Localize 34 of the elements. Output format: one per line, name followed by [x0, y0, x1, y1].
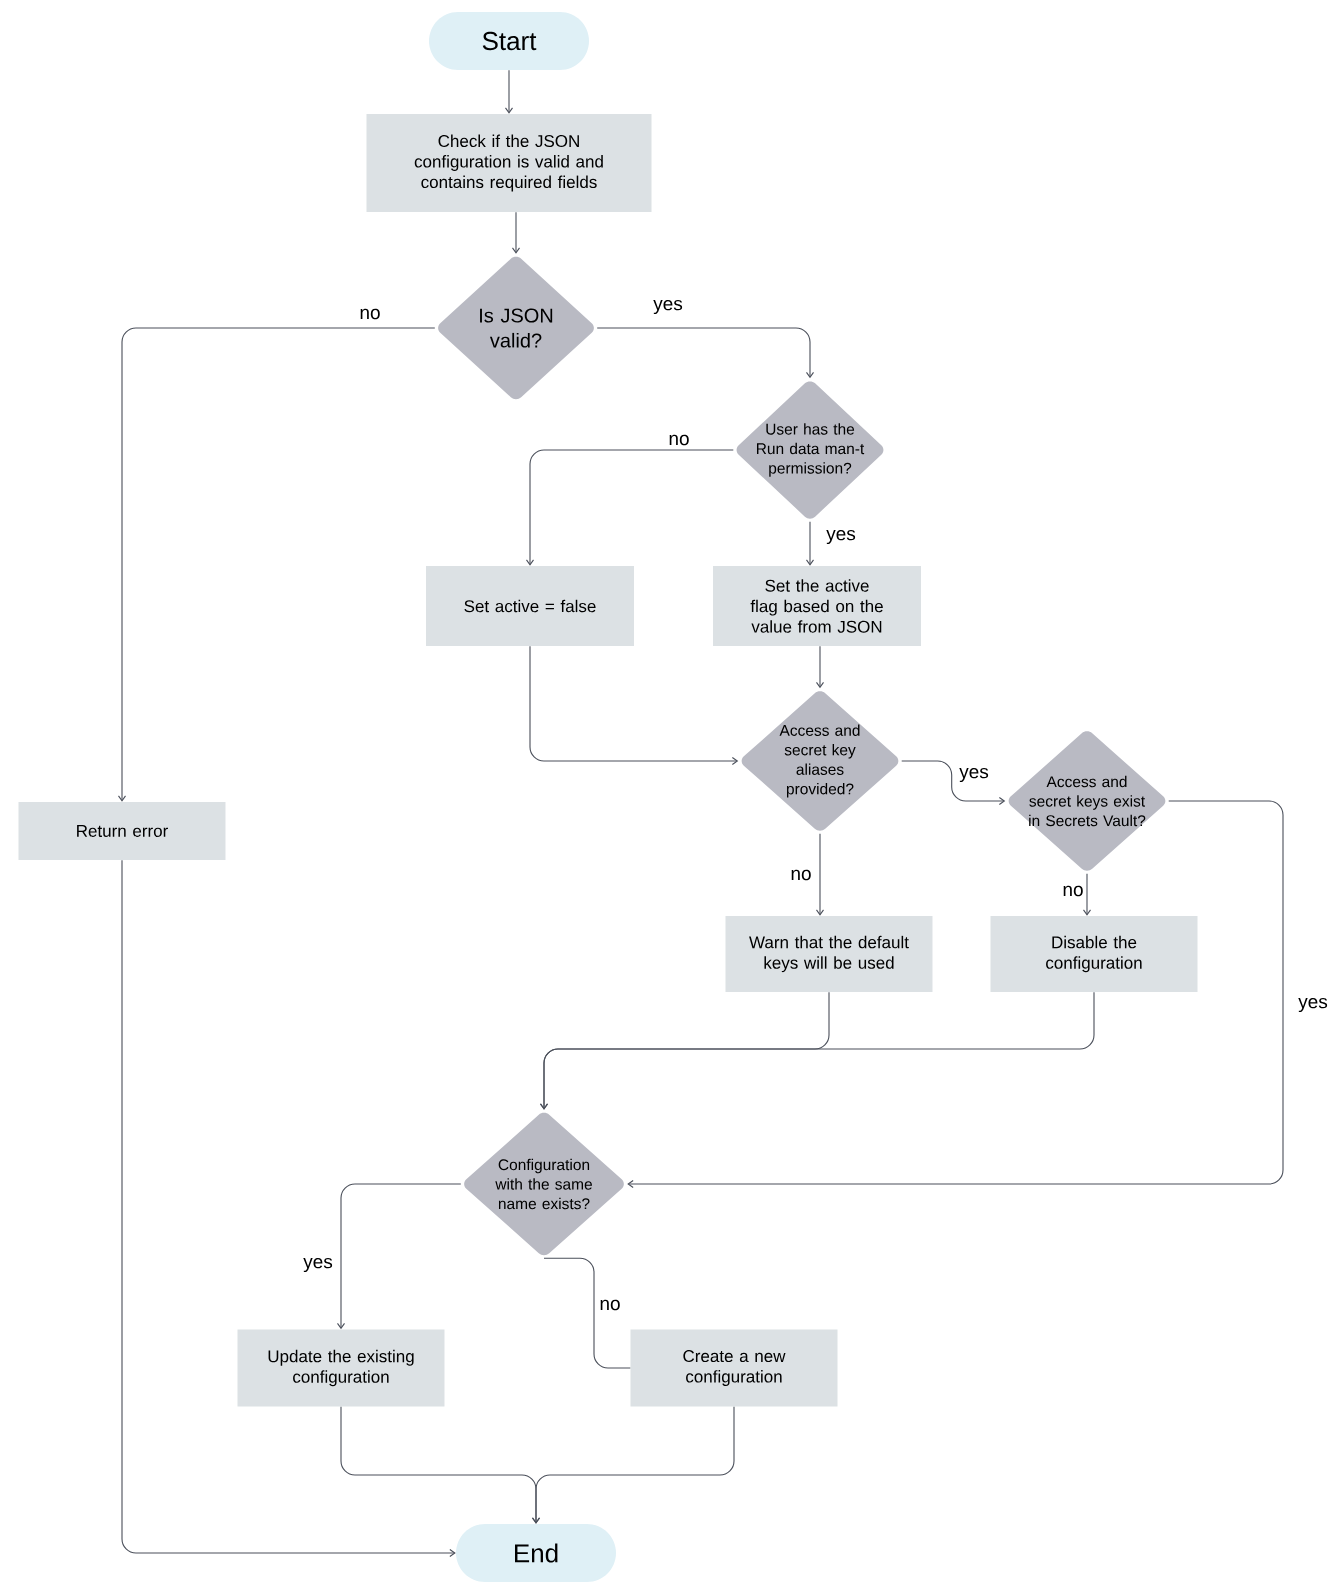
- process-box: Check if the JSON configuration is valid and contains required fields: [366, 114, 652, 212]
- arrow: [539, 991, 1095, 1110]
- edge-label: no: [666, 432, 692, 448]
- arrow: [815, 833, 825, 916]
- arrow: [815, 645, 825, 689]
- edge-label: yes: [651, 297, 685, 317]
- arrow: [525, 449, 734, 566]
- edge-label: no: [1060, 883, 1086, 899]
- edge-label: no: [597, 1297, 623, 1313]
- process-box: Warn that the default keys will be used: [725, 916, 933, 992]
- arrow: [117, 327, 436, 802]
- arrow: [121, 859, 456, 1558]
- process-box: Update the existing configuration: [237, 1329, 445, 1407]
- edge-label: no: [788, 867, 814, 883]
- arrow: [504, 69, 514, 114]
- edge-label: yes: [301, 1255, 335, 1275]
- arrow: [627, 800, 1284, 1189]
- arrow: [336, 1183, 462, 1330]
- process-box: Set the active flag based on the value from JSON: [713, 566, 921, 646]
- arrow: [529, 645, 739, 766]
- arrow: [805, 521, 815, 566]
- arrow: [511, 211, 521, 254]
- edge-label: yes: [1296, 995, 1330, 1015]
- arrow: [531, 1406, 735, 1524]
- edge-label: no: [357, 306, 383, 322]
- process-box: Return error: [18, 802, 226, 860]
- arrow: [596, 327, 815, 379]
- arrow: [901, 760, 1006, 806]
- edge-label: yes: [957, 765, 991, 785]
- process-box: Create a new configuration: [630, 1329, 838, 1407]
- process-box: Set active = false: [426, 566, 634, 646]
- process-box: Disable the configuration: [990, 916, 1198, 992]
- arrow: [1082, 873, 1092, 916]
- edge-label: yes: [824, 527, 858, 547]
